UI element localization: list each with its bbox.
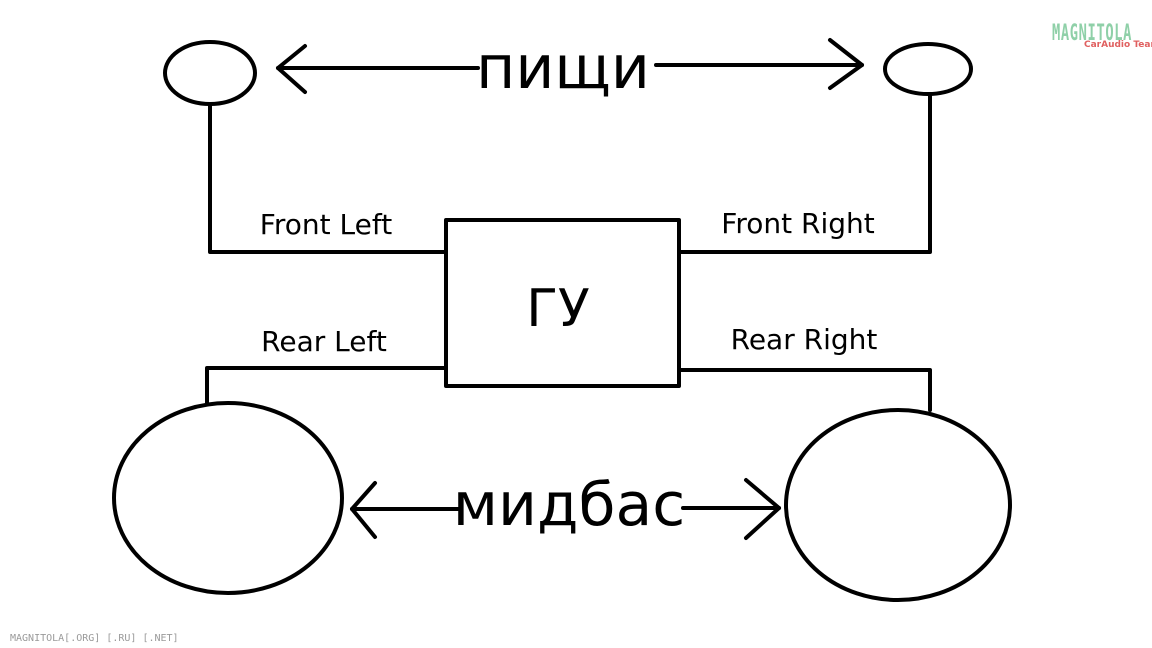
front-right-label: Front Right bbox=[721, 207, 874, 240]
wire-rear-left bbox=[205, 366, 448, 406]
footer-watermark: MAGNITOLA[.ORG] [.RU] [.NET] bbox=[10, 633, 179, 644]
rear-left-label: Rear Left bbox=[261, 325, 387, 358]
tweeters-label: пищи bbox=[476, 33, 650, 103]
wire-front-left bbox=[208, 102, 448, 254]
front-left-label: Front Left bbox=[260, 208, 392, 241]
head-unit-box bbox=[444, 218, 681, 388]
tweeter-arrow-right bbox=[654, 38, 864, 90]
midbass-arrow-right bbox=[681, 478, 781, 540]
midbass-right bbox=[784, 408, 1012, 602]
midbass-arrow-left bbox=[350, 481, 462, 539]
logo-subtext: CarAudio Team bbox=[1084, 40, 1152, 50]
logo-text: MAGNITOLA bbox=[1052, 21, 1132, 46]
head-unit-label: ГУ bbox=[526, 279, 589, 339]
wire-rear-right bbox=[677, 368, 932, 412]
midbass-label: мидбас bbox=[453, 470, 686, 540]
tweeter-left bbox=[163, 40, 257, 106]
rear-right-label: Rear Right bbox=[731, 323, 878, 356]
tweeter-right bbox=[883, 42, 973, 96]
magnitola-logo: MAGNITOLA CarAudio Team bbox=[1052, 21, 1152, 50]
tweeter-arrow-left bbox=[276, 44, 480, 94]
wire-front-right bbox=[677, 92, 932, 254]
midbass-left bbox=[112, 401, 344, 595]
